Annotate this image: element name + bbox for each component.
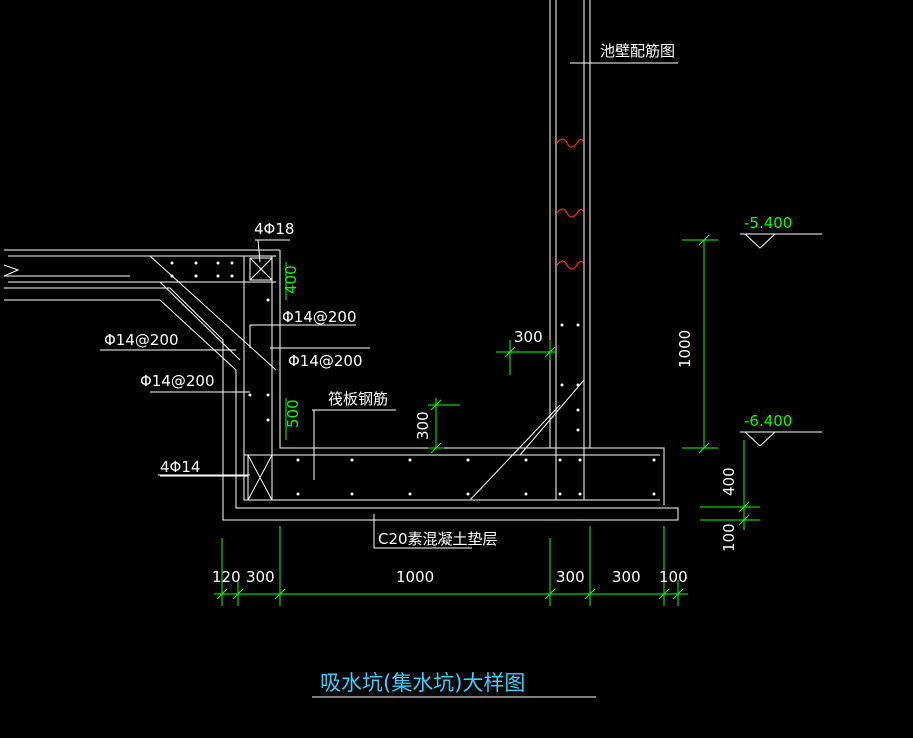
dim-400-right: 400 [720,467,738,496]
dim-100-right: 100 [720,523,738,552]
dimension-lines [214,234,760,606]
dim-500-vertical: 500 [284,399,302,428]
level-top: -5.400 [744,214,792,232]
dim-300-b: 300 [556,568,585,586]
cushion-label: C20素混凝土垫层 [378,530,498,548]
rebar-left-label: Φ14@200 [104,331,179,349]
rebar-left2-label: Φ14@200 [140,372,215,390]
dim-300-a: 300 [246,568,275,586]
dim-100: 100 [659,568,688,586]
raft-rebar-label: 筏板钢筋 [328,390,388,408]
leader-lines [100,62,678,549]
wall-rebar-hooks [556,138,584,270]
rebar-lines [8,0,660,501]
rebar-right-label: Φ14@200 [282,308,357,326]
dim-300-wall: 300 [514,328,543,346]
dim-300-c: 300 [612,568,641,586]
wall-rebar-label: 池壁配筋图 [600,42,675,60]
level-bottom: -6.400 [744,412,792,430]
concrete-outline [3,0,679,521]
dim-1000: 1000 [396,568,434,586]
dim-300-haunch: 300 [414,411,432,440]
level-markers [740,233,822,447]
rebar-dots [170,261,656,496]
drawing-title: 吸水坑(集水坑)大样图 [320,671,525,695]
top-bars-label: 4Φ18 [254,220,294,238]
dim-400-vertical: 400 [282,265,300,294]
dim-120: 120 [212,568,241,586]
dim-1000-right: 1000 [676,330,694,368]
bottom-bars-label: 4Φ14 [160,458,200,476]
rebar-right2-label: Φ14@200 [288,352,363,370]
